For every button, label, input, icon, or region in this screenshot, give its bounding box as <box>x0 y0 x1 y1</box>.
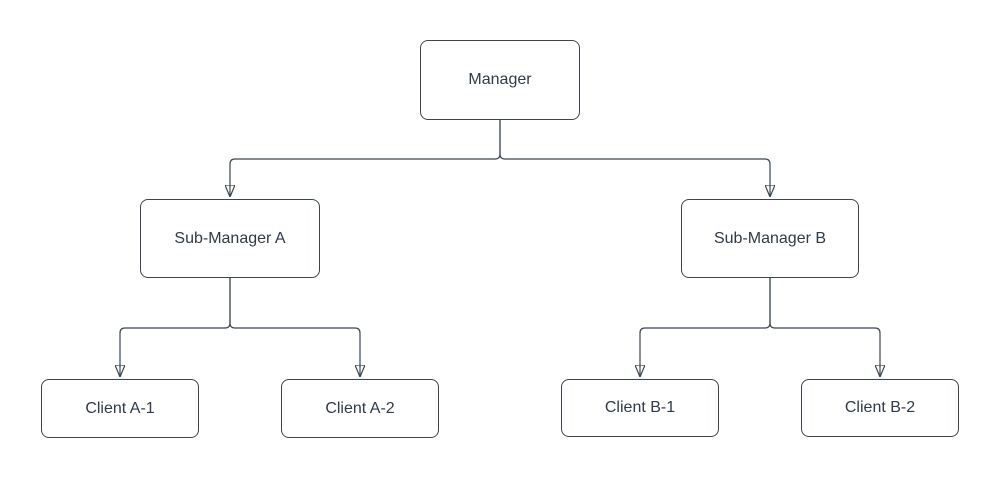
node-manager-label: Manager <box>468 71 532 89</box>
node-client-b2[interactable]: Client B-2 <box>801 379 959 437</box>
node-client-b2-label: Client B-2 <box>844 399 916 417</box>
edge-manager-sub-b <box>499 120 770 196</box>
node-sub-manager-b-label: Sub-Manager B <box>713 229 827 247</box>
edge-sub-b-client-b1 <box>640 278 771 376</box>
node-manager[interactable]: Manager <box>420 40 580 120</box>
node-sub-manager-a-label: Sub-Manager A <box>174 229 286 247</box>
edge-sub-b-client-b2 <box>769 278 880 376</box>
node-sub-manager-a[interactable]: Sub-Manager A <box>140 199 320 278</box>
node-client-a1[interactable]: Client A-1 <box>41 379 199 438</box>
node-client-b1-label: Client B-1 <box>604 399 676 417</box>
node-client-a2-label: Client A-2 <box>325 399 395 417</box>
edge-manager-sub-a <box>230 120 501 196</box>
node-client-b1[interactable]: Client B-1 <box>561 379 719 437</box>
node-client-a2[interactable]: Client A-2 <box>281 379 439 438</box>
node-client-a1-label: Client A-1 <box>85 399 155 417</box>
node-sub-manager-b[interactable]: Sub-Manager B <box>681 199 859 278</box>
edge-sub-a-client-a2 <box>229 278 360 376</box>
edge-sub-a-client-a1 <box>120 278 231 376</box>
